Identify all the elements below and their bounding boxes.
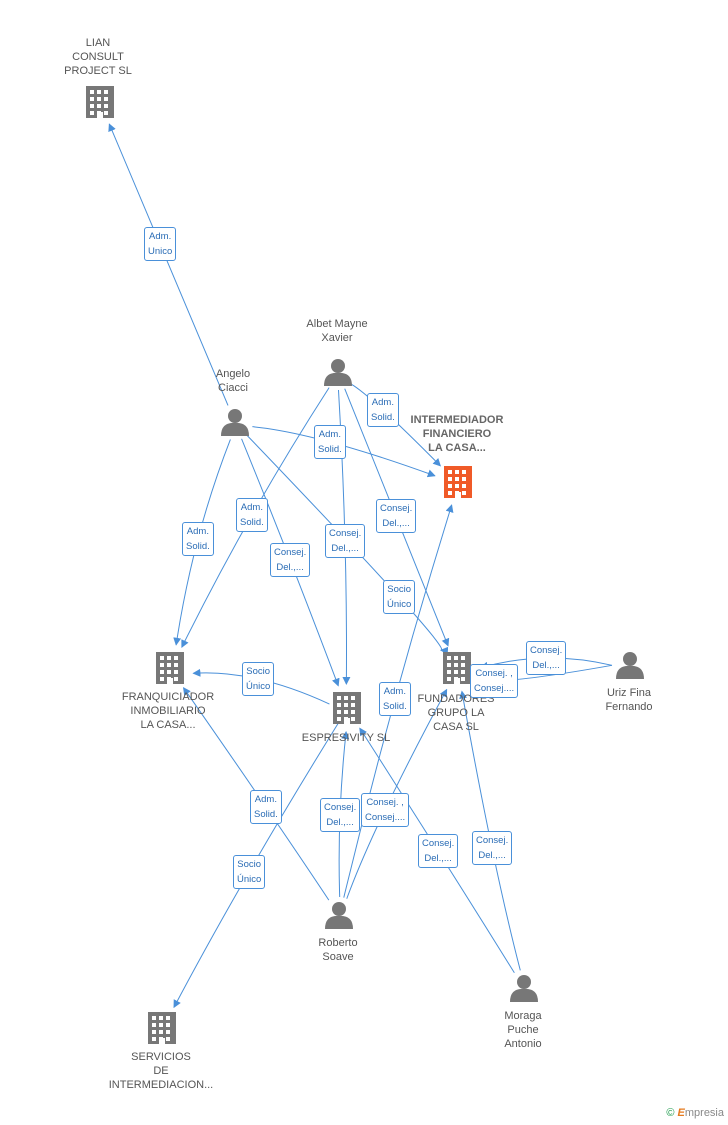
- brand-initial: E: [677, 1107, 685, 1119]
- edge-label[interactable]: Adm. Solid.: [367, 393, 399, 427]
- angelo-person-icon[interactable]: [221, 409, 249, 436]
- edge-label[interactable]: Socio Único: [242, 662, 275, 696]
- franquiciador-building-icon[interactable]: [156, 652, 184, 684]
- edge-label[interactable]: Consej. Del.,...: [325, 524, 366, 558]
- edge-label[interactable]: Consej. , Consej....: [470, 664, 519, 698]
- edge-label[interactable]: Consej. Del.,...: [472, 831, 513, 865]
- edge-label[interactable]: Socio Único: [233, 855, 266, 889]
- edge-label[interactable]: Adm. Solid.: [250, 790, 282, 824]
- fundadores-building-icon[interactable]: [443, 652, 471, 684]
- edge-line: [108, 123, 229, 406]
- copyright-symbol: ©: [666, 1107, 675, 1119]
- lian-building-icon[interactable]: [86, 86, 114, 118]
- edge-label[interactable]: Consej. Del.,...: [526, 641, 567, 675]
- edge-label[interactable]: Socio Único: [383, 580, 416, 614]
- moraga-person-icon[interactable]: [510, 975, 538, 1002]
- edge-label[interactable]: Adm. Solid.: [379, 682, 411, 716]
- uriz-person-icon[interactable]: [616, 652, 644, 679]
- edge-label[interactable]: Consej. Del.,...: [320, 798, 361, 832]
- intermediador-building-icon[interactable]: [444, 466, 472, 498]
- edge-label[interactable]: Adm. Solid.: [236, 498, 268, 532]
- edge-label[interactable]: Consej. Del.,...: [376, 499, 417, 533]
- albet-person-icon[interactable]: [324, 359, 352, 386]
- servicios-building-icon[interactable]: [148, 1012, 176, 1044]
- edge-label[interactable]: Adm. Solid.: [314, 425, 346, 459]
- espresivity-building-icon[interactable]: [333, 692, 361, 724]
- roberto-person-icon[interactable]: [325, 902, 353, 929]
- edge-label[interactable]: Consej. Del.,...: [270, 543, 311, 577]
- brand-name: mpresia: [684, 1107, 724, 1119]
- edge-label[interactable]: Consej. , Consej....: [361, 793, 410, 827]
- edge-label[interactable]: Consej. Del.,...: [418, 834, 459, 868]
- footer-brand: © Empresia: [666, 1107, 724, 1119]
- espresivity-label[interactable]: ESPRESIVITY SL: [301, 732, 391, 744]
- edge-label[interactable]: Adm. Unico: [144, 227, 177, 261]
- edge-label[interactable]: Adm. Solid.: [182, 522, 214, 556]
